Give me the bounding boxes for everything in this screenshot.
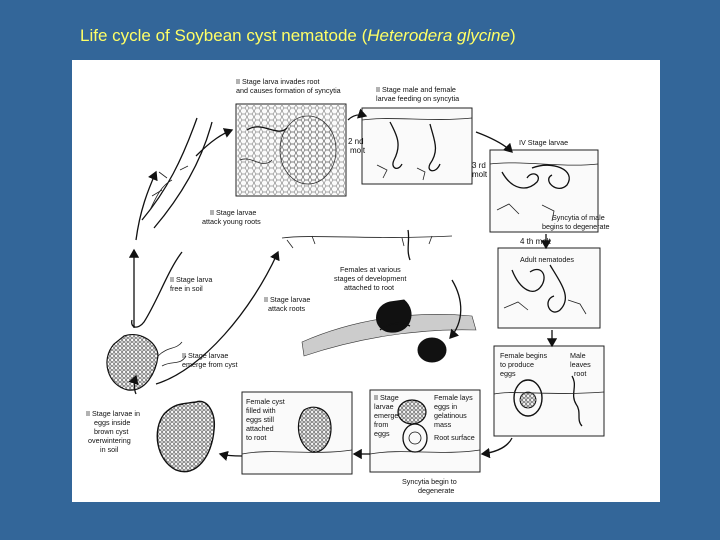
title-species: Heterodera glycine [367, 26, 510, 45]
free-larva-drawing [131, 251, 183, 328]
panel-larvae-feeding [361, 107, 473, 185]
overwintering-cyst-drawing [156, 400, 215, 473]
diagram-drawing: II Stage larva invades root and causes f… [86, 77, 610, 495]
panel-females-on-root [301, 299, 477, 363]
label-attack-young-roots: II Stage larvae attack young roots [202, 208, 261, 226]
label-third-molt: 3 rd molt [472, 161, 488, 179]
panel-eggs-mass [369, 389, 481, 473]
title-suffix: ) [509, 26, 516, 45]
label-male-leaves-root: Male leaves root [570, 351, 593, 378]
label-syncytia-male: Syncytia of male begins to degenerate [542, 213, 610, 231]
label-fourth-molt: 4 th molt [520, 237, 551, 246]
life-cycle-diagram: II Stage larva invades root and causes f… [72, 60, 660, 502]
label-emerge-from-cyst: II Stage larvae emerge from cyst [182, 351, 238, 369]
cycle-arrows [128, 108, 558, 461]
label-larvae-emerge-eggs: II Stage larvae emerge from eggs [374, 393, 401, 438]
label-invades-root: II Stage larva invades root and causes f… [236, 77, 341, 95]
label-attack-roots: II Stage larvae attack roots [264, 295, 312, 313]
panel-attack-young-roots [281, 229, 453, 261]
label-females-developing: Females at various stages of development… [334, 265, 408, 292]
label-larvae-feeding: II Stage male and female larvae feeding … [376, 85, 459, 103]
label-iv-stage: IV Stage larvae [519, 138, 568, 147]
label-adult-nematodes: Adult nematodes [520, 255, 574, 264]
title-prefix: Life cycle of Soybean cyst nematode ( [80, 26, 368, 45]
emerging-cyst-drawing [106, 334, 187, 391]
panel-female-produce-eggs [493, 345, 605, 437]
label-overwintering: II Stage larvae in eggs inside brown cys… [86, 409, 142, 454]
label-syncytia-degenerate: Syncytia begin to degenerate [402, 477, 459, 495]
young-root-drawing [141, 117, 213, 229]
panel-invades-root [235, 103, 347, 197]
label-root-surface: Root surface [434, 433, 475, 442]
label-free-in-soil: II Stage larva free in soil [170, 275, 214, 293]
panel-iv-stage [489, 149, 599, 233]
label-female-produce-eggs: Female begins to produce eggs [500, 351, 549, 378]
label-female-cyst: Female cyst filled with eggs still attac… [246, 397, 287, 442]
panel-adult-nematodes [497, 247, 601, 329]
label-female-lays-eggs: Female lays eggs in gelatinous mass [434, 393, 475, 429]
label-second-molt: 2 nd molt [348, 137, 366, 155]
slide-title: Life cycle of Soybean cyst nematode (Het… [80, 26, 516, 46]
panel-female-cyst [241, 391, 353, 475]
